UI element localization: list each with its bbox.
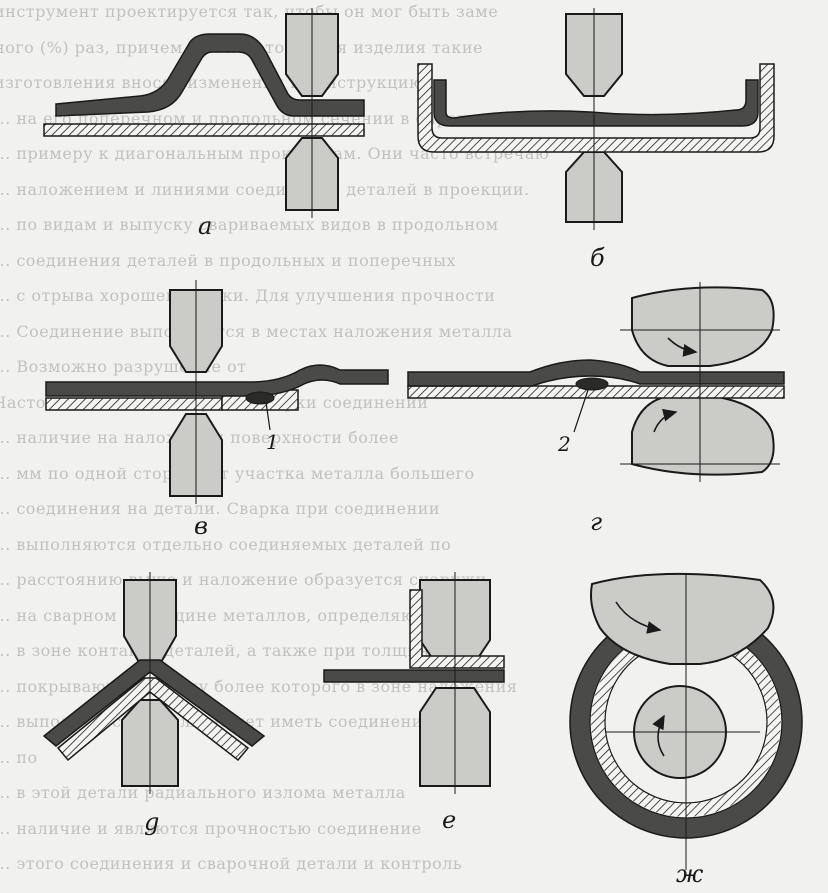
lower-roller-g xyxy=(631,395,775,476)
rotation-arrow-inner-zh xyxy=(652,714,665,757)
dark-l-sheet-e xyxy=(323,669,505,683)
background-text-line: ... мм по одной стороне от участка метал… xyxy=(0,463,475,483)
background-text-line: ... наличие и являются прочностью соедин… xyxy=(0,818,422,838)
background-text-line: ... в этой детали радиального излома мет… xyxy=(0,783,406,802)
hatched-bracket-e xyxy=(409,589,505,669)
background-text-line: ... примеру к диагональным прокладкам. О… xyxy=(0,144,550,163)
panel-e xyxy=(323,572,505,794)
upper-v-sheet-d xyxy=(42,659,266,747)
upper-sheet-g xyxy=(407,359,785,387)
background-text-line: ... в зоне контакта деталей, а также при… xyxy=(0,641,440,660)
rotation-arrow-lower-g xyxy=(653,408,678,433)
panel-label-g: г xyxy=(590,508,603,536)
upper-sheet-a xyxy=(55,33,365,117)
background-text-line: ... Соединение выполняется в местах нало… xyxy=(0,321,513,341)
panel-label-v: в xyxy=(194,512,208,540)
weld-nugget-g xyxy=(575,377,609,391)
panel-label-e: е xyxy=(442,806,457,834)
lower-v-sheet-d xyxy=(56,677,250,762)
inner-channel-b xyxy=(433,79,759,127)
callout-1: 1 xyxy=(266,430,279,454)
panel-label-a: а xyxy=(198,212,213,240)
panel-g xyxy=(407,282,785,482)
panel-b xyxy=(417,8,775,230)
background-text-line: ... по xyxy=(0,747,38,767)
background-text-line: ... с отрыва хорошей сварки. Для улучшен… xyxy=(0,286,496,305)
panel-zh xyxy=(569,572,803,870)
rotation-arrow-upper-g xyxy=(667,337,698,357)
rotation-arrow-upper-zh xyxy=(615,601,662,634)
lower-sheet-a xyxy=(43,123,365,137)
background-text-line: ... по видам и выпуску свариваемых видов… xyxy=(0,215,499,234)
callout-2: 2 xyxy=(558,432,571,456)
upper-roller-g xyxy=(631,286,775,367)
upper-sheet-v xyxy=(45,364,389,397)
background-text-line: ... соединения деталей в продольных и по… xyxy=(0,250,457,270)
background-text-line: ... на сварном и толщине металлов, опред… xyxy=(0,605,452,625)
background-text-line: ... соединения на детали. Сварка при сое… xyxy=(0,499,441,518)
panel-v xyxy=(45,280,389,504)
background-text-line: ... этого соединения и сварочной детали … xyxy=(0,854,463,873)
outer-channel-b xyxy=(417,63,775,153)
background-text-line: ... выполняются отдельно соединяемых дет… xyxy=(0,534,452,554)
background-text-line: ... расстоянию выше и наложение образует… xyxy=(0,570,487,589)
panel-d xyxy=(42,572,266,794)
upper-roller-zh xyxy=(590,572,775,665)
background-text-line: ... наложением и линиями соединения дета… xyxy=(0,179,530,199)
panel-label-b: б xyxy=(590,244,605,272)
background-text-line: инструмент проектируется так, чтобы он м… xyxy=(0,2,499,21)
panel-label-zh: ж xyxy=(676,860,704,888)
panel-label-d: g xyxy=(144,808,160,836)
panel-a xyxy=(43,8,365,218)
weld-nugget-v xyxy=(245,391,275,405)
